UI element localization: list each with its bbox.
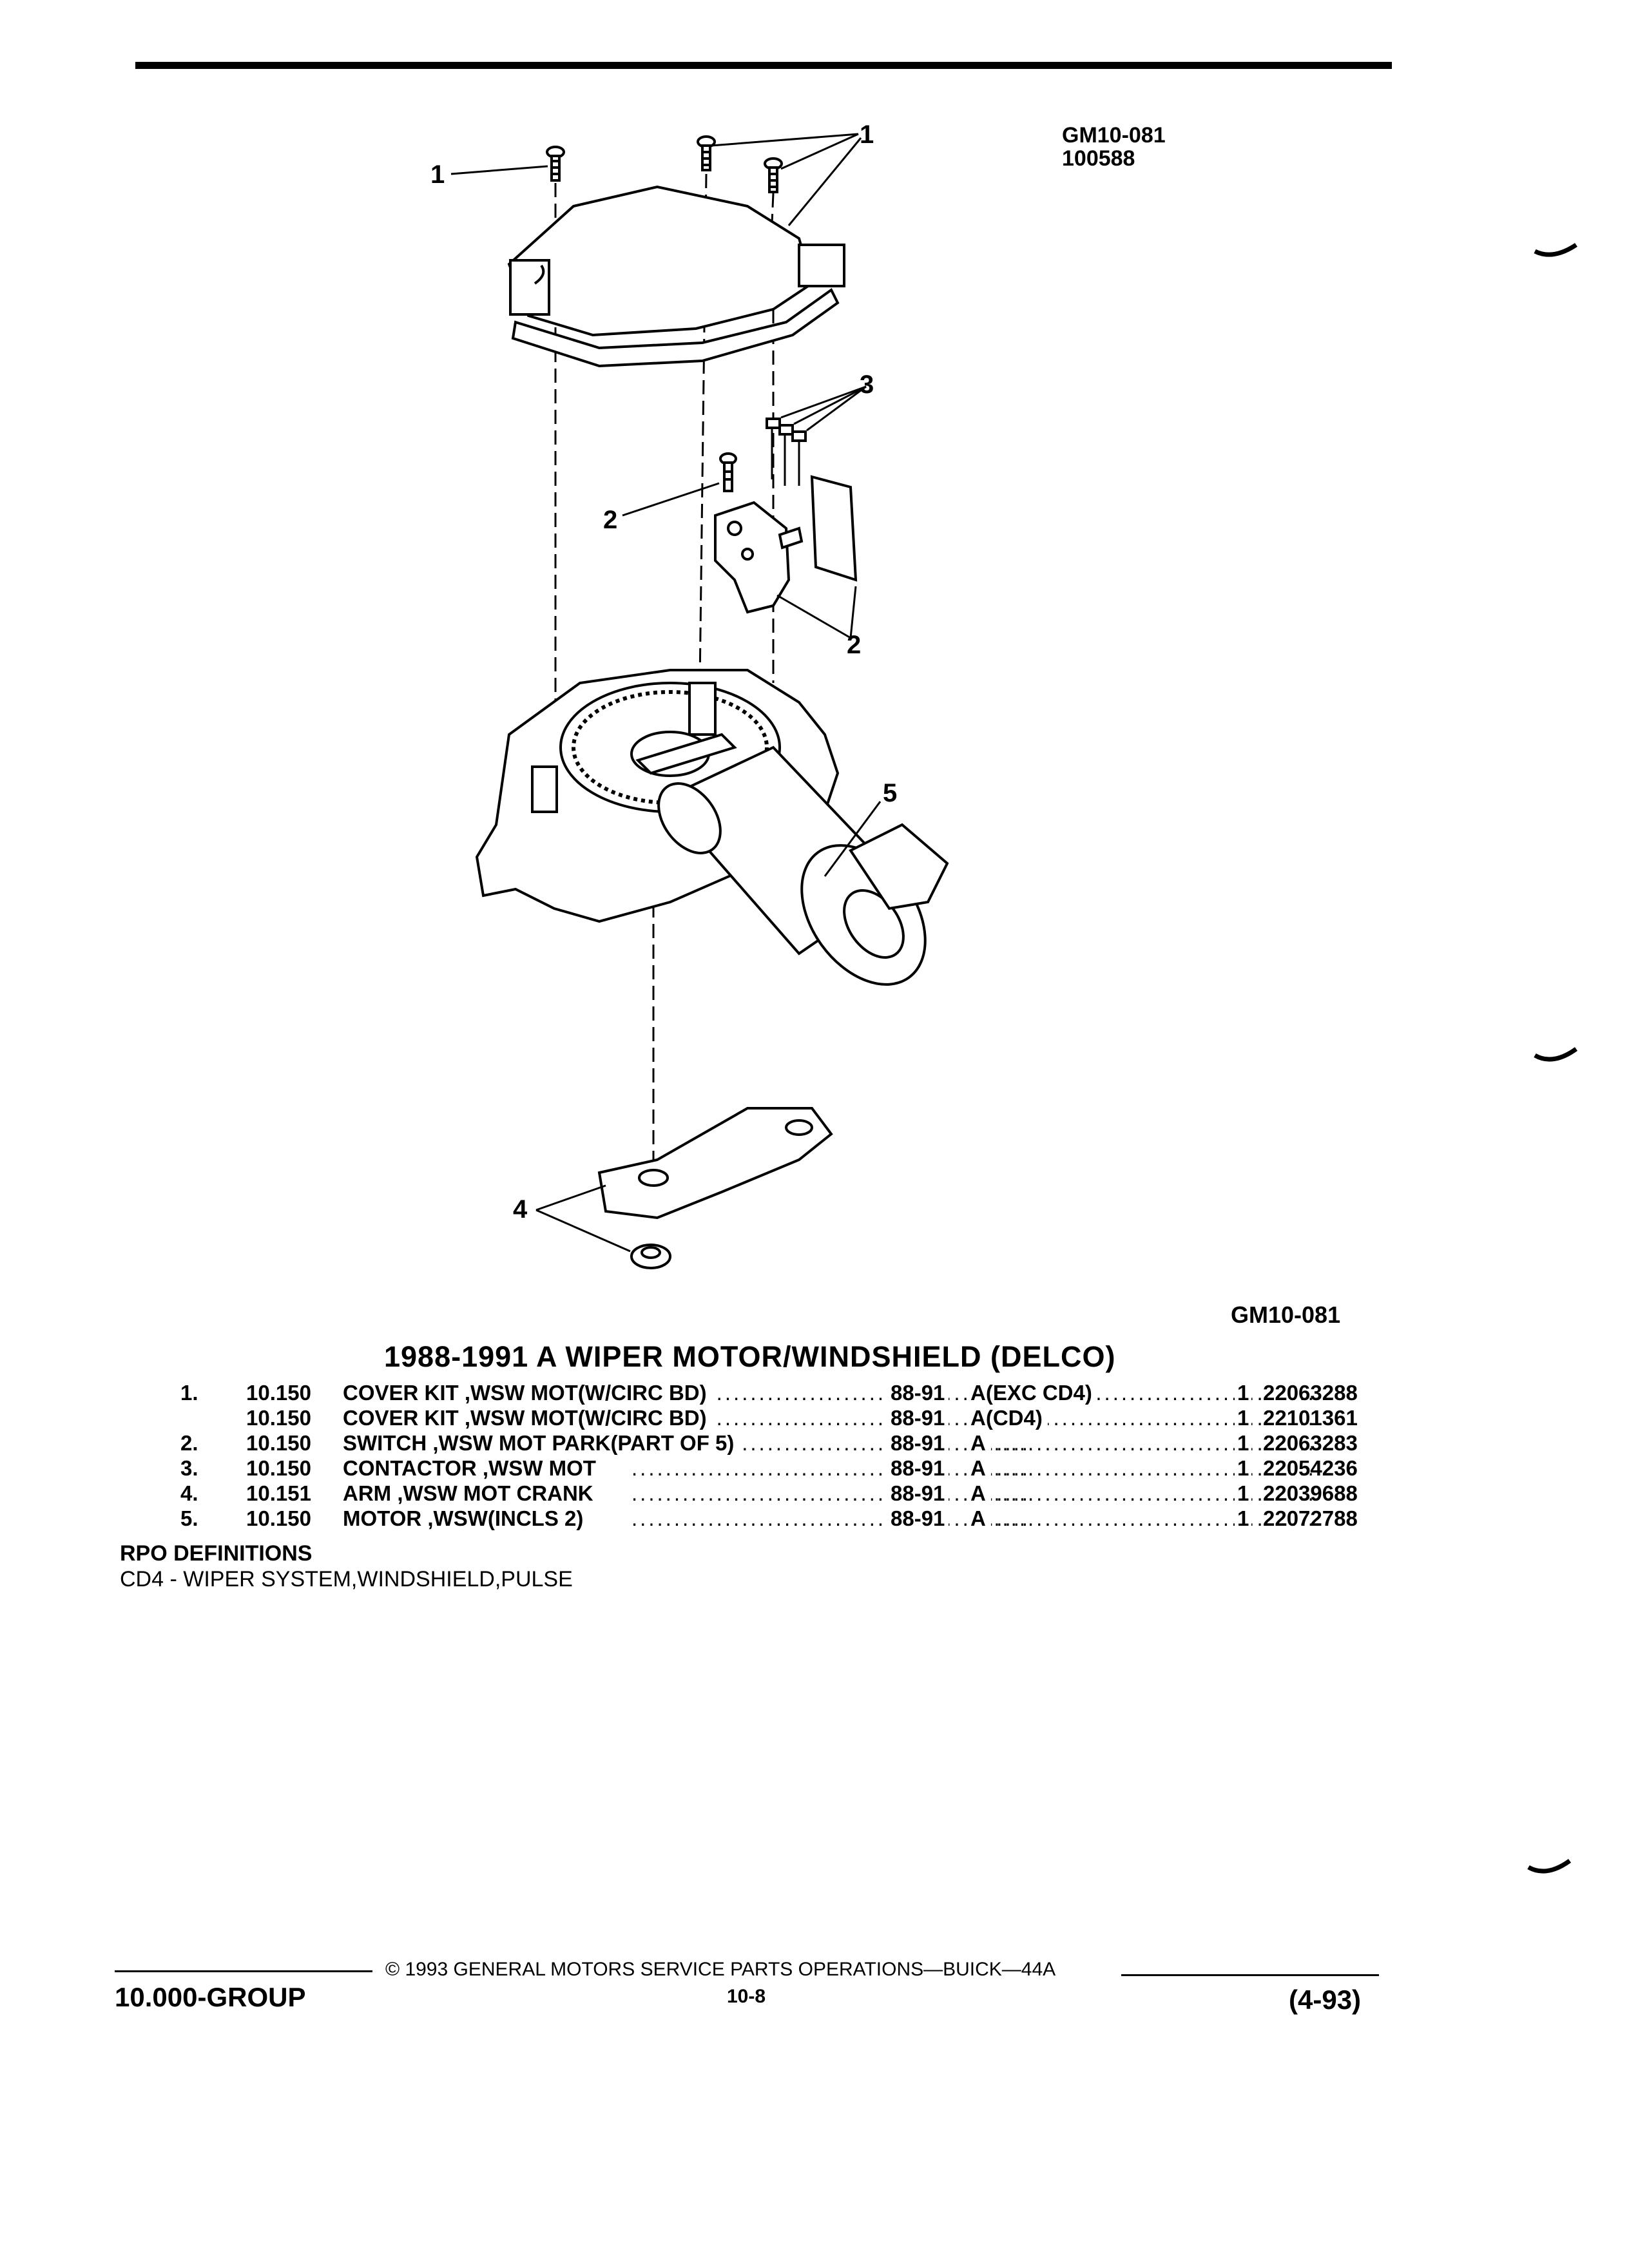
part-number: 22054236 xyxy=(1263,1456,1358,1480)
part-years: 88-91 xyxy=(887,1380,949,1405)
switch-screw xyxy=(719,452,737,492)
part-item-number: 5. xyxy=(180,1506,198,1530)
crank-nut xyxy=(630,1244,671,1269)
footer-group: 10.000-GROUP xyxy=(115,1982,306,2012)
scan-mark-bottom xyxy=(1527,1859,1572,1874)
screw-center xyxy=(697,135,716,171)
callout-2-left: 2 xyxy=(603,506,617,534)
callout-3: 3 xyxy=(860,370,874,399)
part-model: A xyxy=(970,1481,991,1506)
footer-page-number: 10-8 xyxy=(727,1986,766,2007)
part-item-number: 1. xyxy=(180,1381,198,1405)
part-years: 88-91 xyxy=(887,1506,949,1531)
part-number: 22039688 xyxy=(1263,1481,1358,1505)
contactors xyxy=(766,418,807,486)
part-description: MOTOR ,WSW(INCLS 2) xyxy=(343,1506,590,1531)
part-model: A(CD4) xyxy=(970,1405,1048,1430)
figure-id-line2: 100588 xyxy=(1062,146,1135,171)
scan-mark-top xyxy=(1534,243,1577,257)
part-description: SWITCH ,WSW MOT PARK(PART OF 5) xyxy=(343,1430,741,1456)
leader-dots: ........................................… xyxy=(977,1481,1312,1505)
callout-2-right: 2 xyxy=(847,631,861,659)
part-number: 22101361 xyxy=(1263,1406,1358,1430)
rpo-definition: CD4 - WIPER SYSTEM,WINDSHIELD,PULSE xyxy=(120,1567,573,1591)
part-number: 22072788 xyxy=(1263,1506,1358,1530)
wiper-motor xyxy=(657,745,949,986)
exploded-diagram: 1 1 3 2 2 5 4 xyxy=(430,120,949,1269)
circuit-board xyxy=(810,475,858,582)
figure-ref-bottom: GM10-081 xyxy=(1231,1302,1341,1328)
part-model: A(EXC CD4) xyxy=(970,1380,1097,1405)
footer-rule-left xyxy=(115,1970,372,1972)
footer-rule-right xyxy=(1121,1974,1379,1976)
leader-dots: ........................................… xyxy=(631,1481,1031,1505)
rpo-heading: RPO DEFINITIONS xyxy=(120,1541,313,1566)
callout-4: 4 xyxy=(513,1195,528,1224)
scan-mark-middle xyxy=(1534,1047,1578,1062)
part-item-number: 2. xyxy=(180,1431,198,1455)
footer-date: (4-93) xyxy=(1289,1984,1362,2015)
part-group-number: 10.150 xyxy=(246,1381,311,1405)
part-number: 22063288 xyxy=(1263,1381,1358,1405)
part-description: COVER KIT ,WSW MOT(W/CIRC BD) xyxy=(343,1380,713,1405)
crank-arm xyxy=(597,1107,833,1220)
part-item-number: 3. xyxy=(180,1456,198,1480)
figure-id: GM10-081 100588 xyxy=(1062,124,1166,170)
part-model: A xyxy=(970,1456,991,1481)
cover-kit xyxy=(507,185,845,368)
top-rule xyxy=(135,62,1392,69)
part-years: 88-91 xyxy=(887,1430,949,1456)
part-group-number: 10.151 xyxy=(246,1481,311,1505)
part-group-number: 10.150 xyxy=(246,1456,311,1480)
callout-1-left: 1 xyxy=(430,160,445,189)
part-quantity: 1 xyxy=(1235,1506,1252,1531)
part-quantity: 1 xyxy=(1235,1481,1252,1506)
leader-dots: ........................................… xyxy=(977,1506,1312,1530)
part-years: 88-91 xyxy=(887,1481,949,1506)
part-years: 88-91 xyxy=(887,1456,949,1481)
leader-dots: ........................................… xyxy=(977,1456,1312,1480)
part-model: A xyxy=(970,1430,991,1456)
part-years: 88-91 xyxy=(887,1405,949,1430)
part-description: CONTACTOR ,WSW MOT xyxy=(343,1456,602,1481)
part-group-number: 10.150 xyxy=(246,1431,311,1455)
section-title: 1988-1991 A WIPER MOTOR/WINDSHIELD (DELC… xyxy=(384,1340,1116,1373)
callout-5: 5 xyxy=(883,779,897,807)
part-quantity: 1 xyxy=(1235,1430,1252,1456)
part-quantity: 1 xyxy=(1235,1456,1252,1481)
part-description: ARM ,WSW MOT CRANK xyxy=(343,1481,600,1506)
part-group-number: 10.150 xyxy=(246,1506,311,1530)
park-switch xyxy=(714,501,804,614)
part-model: A xyxy=(970,1506,991,1531)
part-quantity: 1 xyxy=(1235,1380,1252,1405)
footer-copyright: © 1993 GENERAL MOTORS SERVICE PARTS OPER… xyxy=(385,1959,1056,1980)
part-number: 22063283 xyxy=(1263,1431,1358,1455)
leader-dots: ........................................… xyxy=(631,1506,1031,1530)
callout-1-right: 1 xyxy=(860,120,874,149)
part-group-number: 10.150 xyxy=(246,1406,311,1430)
figure-id-line1: GM10-081 xyxy=(1062,123,1166,148)
part-quantity: 1 xyxy=(1235,1405,1252,1430)
part-item-number: 4. xyxy=(180,1481,198,1505)
part-description: COVER KIT ,WSW MOT(W/CIRC BD) xyxy=(343,1405,713,1430)
leader-dots: ........................................… xyxy=(977,1431,1312,1455)
leader-dots: ........................................… xyxy=(631,1456,1031,1480)
screw-right xyxy=(764,157,783,193)
screw-left xyxy=(546,146,565,182)
